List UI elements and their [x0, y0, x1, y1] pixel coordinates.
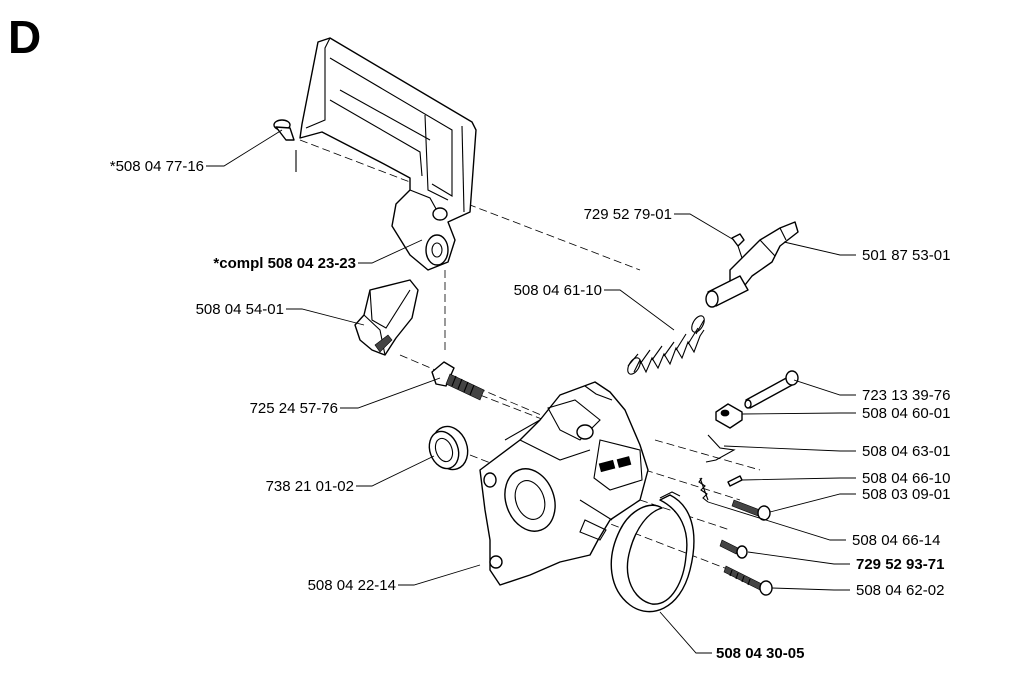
- bearing-part: [428, 425, 469, 471]
- label-pin: 508 04 66-10: [862, 470, 950, 487]
- label-screw-c: 508 04 62-02: [856, 582, 944, 599]
- pin-part: [727, 475, 743, 487]
- label-housing: 508 04 22-14: [308, 577, 396, 594]
- label-small-screw: 729 52 79-01: [584, 206, 672, 223]
- label-guard: 508 04 54-01: [196, 301, 284, 318]
- bolt-part: [431, 361, 485, 401]
- lever-part: [705, 221, 799, 308]
- block-part: [715, 403, 743, 429]
- label-long-pin: 723 13 39-76: [862, 387, 950, 404]
- label-screw-a: 508 03 09-01: [862, 486, 950, 503]
- long-pin-part: [744, 370, 799, 409]
- section-letter: D: [8, 11, 42, 63]
- label-spring-clip: 508 04 63-01: [862, 443, 950, 460]
- label-brake-handle: *compl 508 04 23-23: [213, 255, 356, 272]
- brake-handle-part: [299, 37, 477, 271]
- label-spring: 508 04 61-10: [514, 282, 602, 299]
- label-screw-top: *508 04 77-16: [110, 158, 204, 175]
- spring-clip-part: [705, 434, 736, 463]
- label-bearing: 738 21 01-02: [266, 478, 354, 495]
- label-block: 508 04 60-01: [862, 405, 950, 422]
- spring-part: [627, 315, 705, 375]
- screw-c-part: [723, 565, 773, 596]
- label-wire-spring: 508 04 66-14: [852, 532, 940, 549]
- top-screw-part: [273, 119, 297, 172]
- leader-lines: [206, 129, 856, 654]
- label-screw-b: 729 52 93-71: [856, 556, 944, 573]
- housing-part: [479, 381, 649, 586]
- screw-b-part: [719, 539, 748, 559]
- guard-part: [354, 279, 419, 356]
- brake-band-part: [610, 477, 709, 613]
- part-labels: *508 04 77-16 *compl 508 04 23-23 508 04…: [110, 158, 951, 662]
- label-brake-band: 508 04 30-05: [716, 645, 804, 662]
- screw-a-part: [731, 499, 771, 521]
- label-bolt: 725 24 57-76: [250, 400, 338, 417]
- label-lever: 501 87 53-01: [862, 247, 950, 264]
